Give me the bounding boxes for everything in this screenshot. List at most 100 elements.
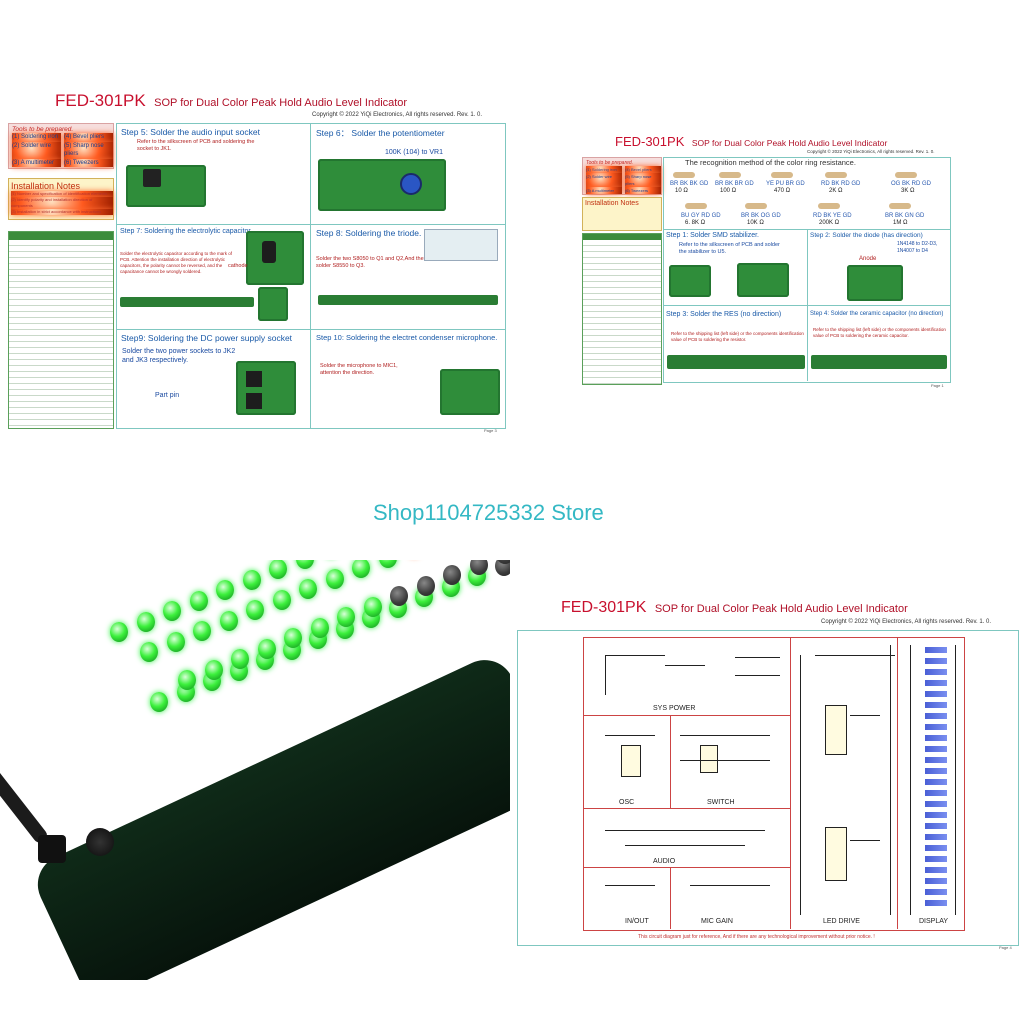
display-led-symbol xyxy=(925,856,947,862)
led-light xyxy=(337,607,355,627)
step-2-note: 1N4148 to D2-D3, 1N4007 to D4 xyxy=(897,241,938,254)
anode-label: Anode xyxy=(859,256,877,262)
schematic-frame xyxy=(517,630,1019,946)
page-number: Page 3 xyxy=(484,428,497,433)
step-7-title: Step 7: Soldering the electrolytic capac… xyxy=(120,228,253,235)
pcb-photo xyxy=(737,263,789,297)
led-light xyxy=(193,621,211,641)
divider xyxy=(583,867,790,868)
ring-value: 10 Ω xyxy=(675,188,688,194)
led-light xyxy=(140,642,158,662)
product-code: FED-301PK xyxy=(615,134,685,149)
ring-code: BU GY RD GD xyxy=(681,213,721,219)
schematic-footer: This circuit diagram just for reference,… xyxy=(638,934,875,940)
tools-heading: Tools to be prepared. xyxy=(586,160,634,166)
tools-box: Tools to be prepared. (1) Soldering iron… xyxy=(8,123,114,169)
copyright: Copyright © 2022 YiQi Electronics, All r… xyxy=(312,112,483,118)
ic-chip xyxy=(825,827,847,881)
step-9-note: Solder the two power sockets to JK2 and … xyxy=(122,348,236,364)
schematic-wire xyxy=(690,885,770,886)
led-light xyxy=(219,610,238,631)
product-code: FED-301PK xyxy=(55,91,146,110)
ring-value: 100 Ω xyxy=(720,188,737,194)
schematic-wire xyxy=(735,675,780,676)
display-led-symbol xyxy=(925,790,947,796)
ring-value: 6. 8K Ω xyxy=(685,220,706,226)
install-heading: Installation Notes xyxy=(11,181,81,191)
block-label-mic-gain: MIC GAIN xyxy=(701,918,733,925)
schematic-wire xyxy=(605,885,655,886)
pcb-photo xyxy=(318,159,446,211)
block-label-in-out: IN/OUT xyxy=(625,918,649,925)
step-10-note: Solder the microphone to MIC1, attention… xyxy=(320,363,398,376)
tool-item: (5) Sharp nose pliers xyxy=(64,141,113,159)
ring-code: OG BK RD GD xyxy=(891,181,932,187)
tool-item: (3) A multimeter xyxy=(12,158,61,167)
led-light xyxy=(136,611,155,632)
copyright: Copyright © 2022 YiQi Electronics, All r… xyxy=(821,619,992,625)
display-led-symbol xyxy=(925,647,947,653)
schematic-border xyxy=(583,637,965,931)
divider xyxy=(790,637,791,929)
led-light xyxy=(469,560,488,575)
led-light xyxy=(257,638,276,659)
resistor-icon xyxy=(818,203,840,209)
led-light xyxy=(163,601,181,621)
ic-chip xyxy=(700,745,718,773)
dc-socket xyxy=(246,371,262,387)
led-light xyxy=(390,586,408,606)
install-note: (1) Number and specification of identifi… xyxy=(11,191,113,197)
block-label-sys-power: SYS POWER xyxy=(653,705,696,712)
led-light xyxy=(110,622,128,642)
divider xyxy=(583,808,790,809)
schematic-wire xyxy=(605,735,655,736)
pcb-strip xyxy=(811,355,947,369)
step-7-note: Solder the electrolytic capacitor accord… xyxy=(120,251,233,274)
schematic-wire xyxy=(800,655,801,915)
display-led-symbol xyxy=(925,801,947,807)
pcb-photo xyxy=(236,361,296,415)
led-light xyxy=(246,600,264,620)
led-light xyxy=(325,568,344,589)
display-led-symbol xyxy=(925,680,947,686)
schematic-wire xyxy=(850,840,880,841)
triode-photo xyxy=(424,229,498,261)
led-light xyxy=(284,628,302,648)
step-3-note: Refer to the shipping list (left side) o… xyxy=(671,331,804,342)
tools-box: Tools to be prepared. (1) Soldering iron… xyxy=(582,157,662,195)
display-led-symbol xyxy=(925,702,947,708)
install-note: (3) Installation in strict accordance wi… xyxy=(11,209,113,215)
divider xyxy=(670,867,671,929)
tool-item: (6) Tweezers xyxy=(625,187,661,194)
step-8-title: Step 8: Soldering the triode. xyxy=(316,228,422,238)
pcb-closeup xyxy=(258,287,288,321)
display-led-symbol xyxy=(925,735,947,741)
led-light xyxy=(496,560,510,564)
step-3-title: Step 3: Solder the RES (no direction) xyxy=(666,311,782,318)
led-light xyxy=(166,631,185,652)
pcb-photo xyxy=(126,165,206,207)
product-photo xyxy=(0,560,510,980)
display-led-symbol xyxy=(925,757,947,763)
sheet-subtitle: SOP for Dual Color Peak Hold Audio Level… xyxy=(654,603,908,615)
block-label-switch: SWITCH xyxy=(707,799,735,806)
sheet-subtitle: SOP for Dual Color Peak Hold Audio Level… xyxy=(691,138,888,148)
ring-value: 200K Ω xyxy=(819,220,840,226)
step-9-title: Step9: Soldering the DC power supply soc… xyxy=(121,333,293,343)
audio-jack xyxy=(38,835,66,863)
display-led-symbol xyxy=(925,845,947,851)
capacitor xyxy=(262,241,276,263)
resistor-icon xyxy=(685,203,707,209)
block-label-osc: OSC xyxy=(619,799,635,806)
install-note: (2) Identify polarity and installation d… xyxy=(11,197,113,209)
schematic-wire xyxy=(605,830,765,831)
display-led-symbol xyxy=(925,812,947,818)
led-light xyxy=(150,692,168,712)
parts-table-rows xyxy=(583,240,661,384)
schematic-wire xyxy=(910,645,911,915)
frame-divider-h xyxy=(663,305,950,306)
installation-notes: Installation Notes xyxy=(582,197,662,231)
ring-code: BR BK BK GD xyxy=(670,181,709,187)
shop-watermark: Shop1104725332 Store xyxy=(373,500,604,525)
led-light xyxy=(416,575,435,596)
